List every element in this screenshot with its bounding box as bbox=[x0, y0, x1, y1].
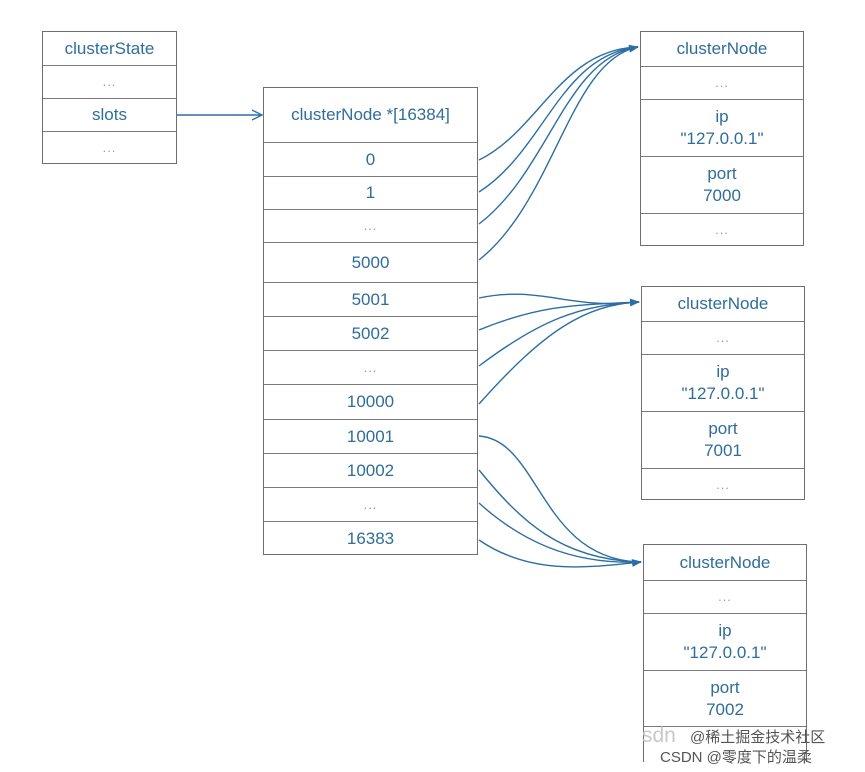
slot-row: 10002 bbox=[264, 453, 477, 487]
cluster-node-ellipsis: ... bbox=[641, 66, 803, 99]
cluster-state-slots-field: slots bbox=[43, 98, 176, 131]
slot-row: 5000 bbox=[264, 242, 477, 282]
cluster-state-box: clusterState ... slots ... bbox=[42, 31, 177, 164]
cluster-node-ellipsis: ... bbox=[642, 321, 804, 354]
cluster-node-ip-field: ip"127.0.0.1" bbox=[644, 613, 806, 670]
slot-row-ellipsis: ... bbox=[264, 350, 477, 384]
slot-row-ellipsis: ... bbox=[264, 487, 477, 521]
cluster-node-title: clusterNode bbox=[679, 552, 771, 572]
watermark-faint: sdn bbox=[642, 724, 676, 747]
cluster-node-ip-field: ip"127.0.0.1" bbox=[642, 354, 804, 411]
slot-row: 1 bbox=[264, 176, 477, 209]
cluster-node-ellipsis bbox=[644, 726, 806, 762]
arrow-slot-16383-to-node-7002 bbox=[478, 539, 642, 568]
slot-row: 5001 bbox=[264, 282, 477, 316]
cluster-node-title: clusterNode bbox=[676, 39, 768, 58]
slot-row: 5002 bbox=[264, 316, 477, 350]
watermark-line2: CSDN @零度下的温柔 bbox=[660, 749, 812, 766]
arrow-slot-5000-to-node-7000 bbox=[478, 44, 639, 261]
arrow-slot-0-to-node-7000 bbox=[478, 46, 639, 161]
arrow-slot-5001-to-node-7001 bbox=[478, 293, 640, 305]
arrow-slot-10000-to-node-7001 bbox=[478, 298, 640, 405]
cluster-node-ellipsis: ... bbox=[642, 468, 804, 500]
slot-row: 0 bbox=[264, 142, 477, 176]
arrow-slot-ellipsis-to-node-7001 bbox=[478, 301, 640, 367]
cluster-node-ellipsis: ... bbox=[644, 580, 806, 613]
arrow-slot-5002-to-node-7001 bbox=[478, 301, 640, 331]
cluster-state-ellipsis: ... bbox=[43, 131, 176, 164]
arrow-slot-1-to-node-7000 bbox=[478, 46, 639, 193]
cluster-state-ellipsis: ... bbox=[43, 65, 176, 98]
arrow-slot-ellipsis-to-node-7000 bbox=[478, 46, 639, 225]
slots-array-title: clusterNode *[16384] bbox=[291, 105, 450, 124]
cluster-node-ellipsis: ... bbox=[641, 213, 803, 246]
slots-array-box: clusterNode *[16384] 0 1 ... 5000 5001 5… bbox=[263, 87, 478, 555]
arrow-slot-ellipsis-to-node-7002 bbox=[478, 502, 642, 563]
cluster-state-title: clusterState bbox=[64, 38, 155, 58]
cluster-node-ip-field: ip"127.0.0.1" bbox=[641, 99, 803, 156]
slot-row: 10001 bbox=[264, 419, 477, 453]
slot-row-ellipsis: ... bbox=[264, 209, 477, 242]
arrow-slot-10001-to-node-7002 bbox=[478, 435, 642, 563]
slot-row: 16383 bbox=[264, 521, 477, 555]
slot-row: 10000 bbox=[264, 384, 477, 419]
cluster-node-title: clusterNode bbox=[677, 294, 769, 313]
watermark-line1: @稀土掘金技术社区 bbox=[690, 729, 826, 746]
arrow-slot-10002-to-node-7002 bbox=[478, 469, 642, 563]
